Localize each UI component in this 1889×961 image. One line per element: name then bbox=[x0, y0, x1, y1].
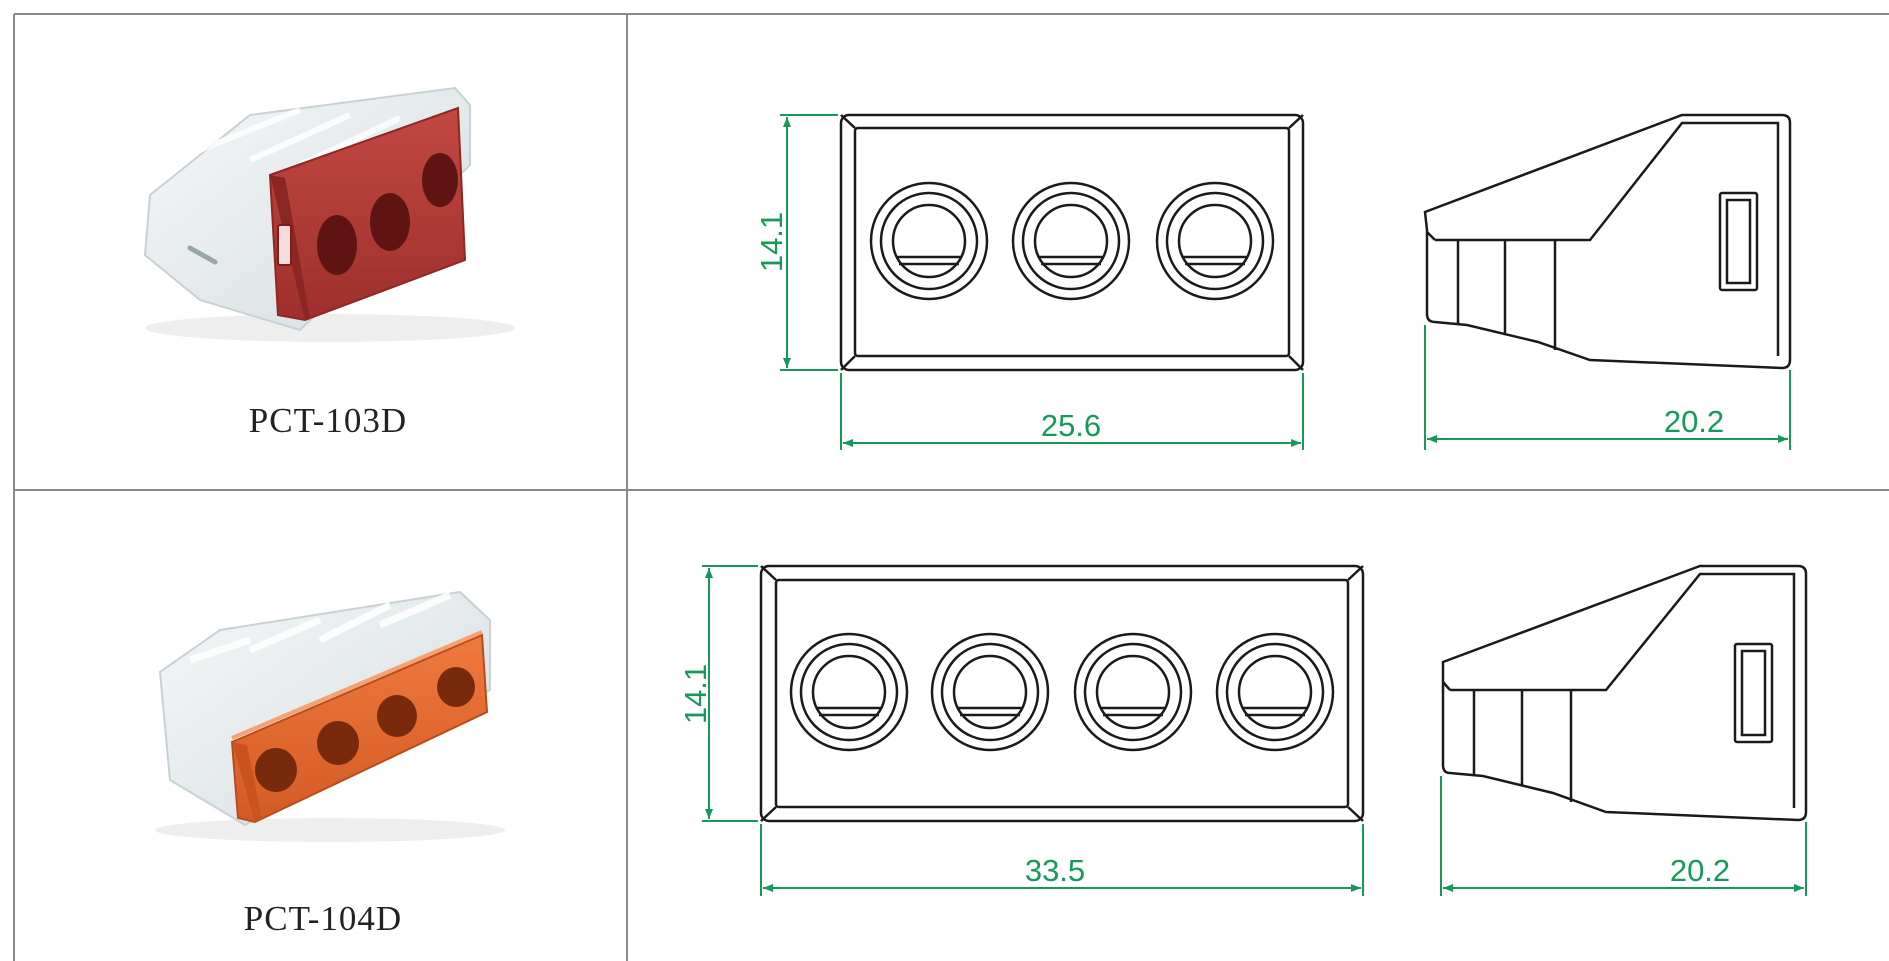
front-view-drawing bbox=[839, 113, 1305, 372]
dimension-width bbox=[840, 373, 1304, 450]
side-view-drawing bbox=[1441, 564, 1808, 822]
model-label: PCT-103D bbox=[249, 401, 407, 440]
photo-hole bbox=[317, 215, 357, 275]
connector-hole bbox=[1073, 632, 1193, 752]
dimension-height bbox=[702, 565, 758, 822]
side-view-drawing bbox=[1423, 113, 1792, 370]
connector-hole bbox=[1011, 181, 1131, 301]
dimension-height-label: 14.1 bbox=[754, 212, 789, 272]
photo-hole bbox=[422, 153, 458, 207]
dimension-width-label: 25.6 bbox=[1041, 408, 1101, 443]
photo-hole bbox=[317, 721, 359, 765]
dimension-depth-label: 20.2 bbox=[1664, 404, 1724, 439]
photo-hole bbox=[255, 748, 297, 792]
row-pct-104d: PCT-104D bbox=[155, 564, 1808, 938]
dimension-height bbox=[780, 114, 838, 371]
product-photo-red-connector bbox=[143, 86, 515, 342]
connector-hole bbox=[930, 632, 1050, 752]
connector-hole bbox=[869, 181, 989, 301]
dimension-height-label: 14.1 bbox=[678, 664, 713, 724]
model-label: PCT-104D bbox=[244, 899, 402, 938]
front-view-drawing bbox=[759, 564, 1365, 823]
dimension-width bbox=[760, 824, 1364, 896]
photo-hole bbox=[437, 667, 475, 707]
dimension-depth bbox=[1424, 325, 1791, 450]
connector-hole bbox=[1155, 181, 1275, 301]
row-pct-103d: PCT-103D 14.1 bbox=[143, 86, 1792, 450]
dimension-depth-label: 20.2 bbox=[1670, 853, 1730, 888]
connector-hole bbox=[789, 632, 909, 752]
connector-hole bbox=[1215, 632, 1335, 752]
photo-hole bbox=[377, 695, 417, 737]
photo-hole bbox=[370, 193, 410, 251]
dimension-depth bbox=[1440, 776, 1807, 896]
dimension-width-label: 33.5 bbox=[1025, 853, 1085, 888]
product-photo-orange-connector bbox=[155, 590, 505, 842]
table-grid bbox=[13, 13, 1889, 961]
